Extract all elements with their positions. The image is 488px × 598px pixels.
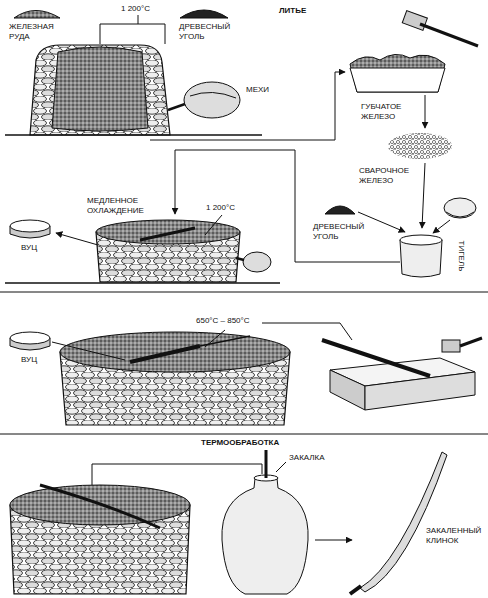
section-divider: [0, 434, 488, 435]
process-label: ДРЕВЕСНЫЙ УГОЛЬ: [312, 222, 365, 242]
process-label: ЗАКАЛЕННЫЙ КЛИНОК: [425, 526, 482, 546]
process-label: 1 200°C: [205, 203, 236, 213]
section-heading: ТЕРМООБРАБОТКА: [200, 438, 280, 448]
process-label: ВУЦ: [20, 355, 38, 365]
process-label: ВУЦ: [20, 243, 38, 253]
forging-section: [10, 323, 482, 425]
casting-section: [5, 10, 478, 283]
process-label: МЕДЛЕННОЕ ОХЛАЖДЕНИЕ: [86, 196, 145, 216]
process-label: ГУБЧАТОЕ ЖЕЛЕЗО: [360, 102, 402, 122]
process-label: ЖЕЛЕЗНАЯ РУДА: [8, 22, 55, 42]
process-label: ТИГЕЛЬ: [456, 240, 466, 273]
section-heading: ЛИТЬЕ: [278, 6, 307, 16]
process-label: ЗАКАЛКА: [288, 453, 326, 463]
process-label: ДРЕВЕСНЫЙ УГОЛЬ: [178, 22, 231, 42]
process-label: 650°C – 850°C: [195, 316, 251, 326]
section-divider: [0, 292, 488, 293]
heat-treatment-section: [10, 450, 447, 594]
process-label: СВАРОЧНОЕ ЖЕЛЕЗО: [358, 166, 410, 186]
process-label: МЕХИ: [245, 85, 270, 95]
process-label: 1 200°C: [120, 4, 151, 14]
